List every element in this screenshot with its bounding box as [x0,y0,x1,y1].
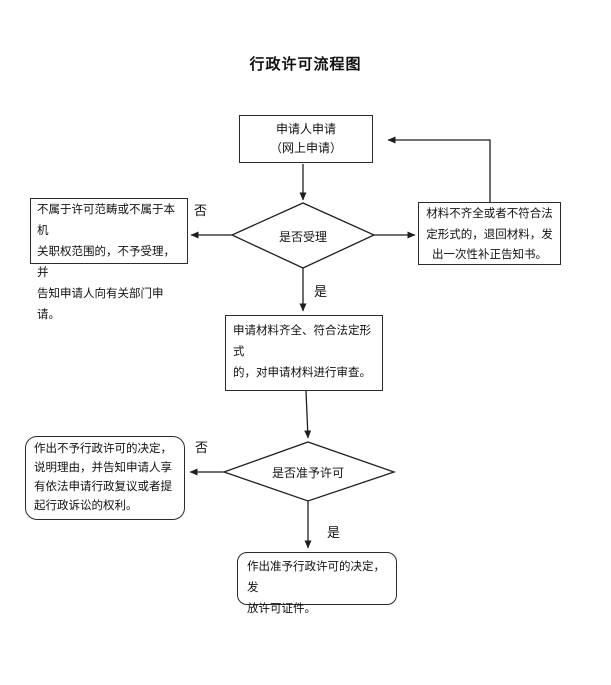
accept-decision-label: 是否受理 [278,230,327,244]
accept-no-label: 否 [194,203,208,218]
flowchart-title: 行政许可流程图 [249,57,362,73]
grant-no-label: 否 [195,440,209,455]
reject-notice-node: 不属于许可范畴或不属于本机 关职权范围的，不予受理，并 告知申请人向有关部门申请… [30,198,188,321]
grant-decision-label: 是否准予许可 [271,466,344,480]
accept-yes-label: 是 [314,284,328,299]
grant-decision-node: 作出准予行政许可的决定，发 放许可证件。 [237,552,397,615]
deny-decision-node: 作出不予行政许可的决定， 说明理由，并告知申请人享 有依法申请行政复议或者提 起… [25,436,185,520]
edge-review-to-grant-decision [304,390,312,439]
edge-supplement-feedback [387,136,491,202]
start-node-line2: （网上申请） [269,141,342,155]
grant-decision-diamond [222,441,397,502]
start-node-line1: 申请人申请 [275,122,336,136]
accept-decision-diamond [230,202,376,269]
grant-yes-label: 是 [327,525,341,540]
review-node: 申请材料齐全、符合法定形式 的，对申请材料进行审查。 [225,315,383,391]
start-node: 申请人申请 （网上申请） [239,115,373,163]
supplement-notice-node: 材料不齐全或者不符合法 定形式的，退回材料，发 出一次性补正告知书。 [418,202,561,265]
